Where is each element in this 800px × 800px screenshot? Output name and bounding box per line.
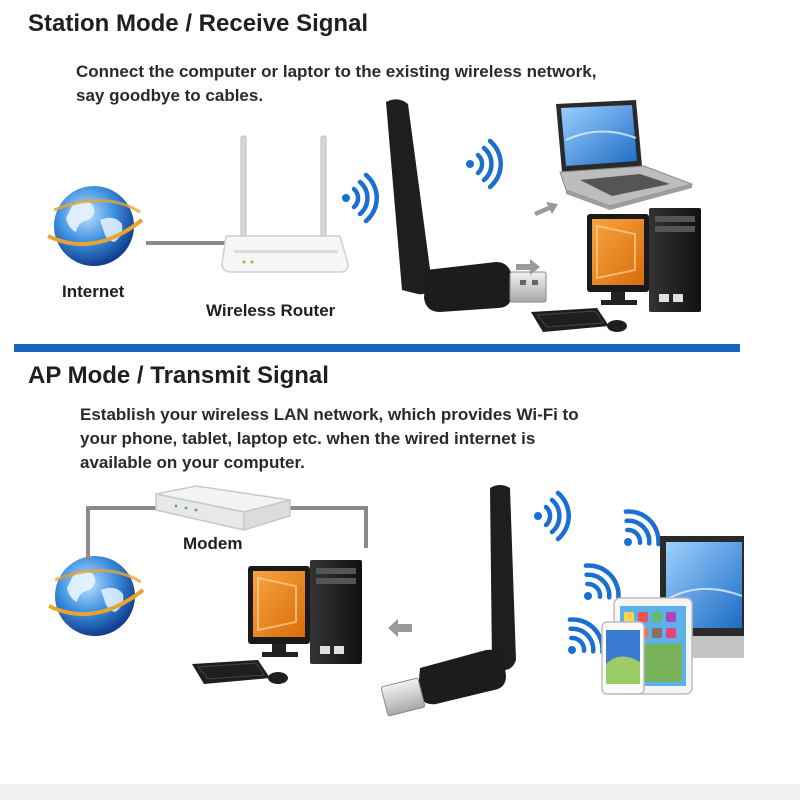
station-description-line-2: say goodbye to cables.	[76, 86, 264, 105]
wifi-signal-icon	[342, 175, 377, 221]
modem-icon	[155, 485, 291, 532]
ap-description: Establish your wireless LAN network, whi…	[80, 403, 579, 475]
cable-globe-modem	[86, 506, 156, 560]
ap-description-line-2: your phone, tablet, laptop etc. when the…	[80, 429, 536, 448]
laptop-icon	[556, 100, 694, 210]
internet-label: Internet	[62, 282, 125, 301]
arrow-icon	[534, 202, 558, 216]
usb-wifi-adapter-icon	[380, 485, 516, 717]
ap-mode-heading: AP Mode / Transmit Signal	[28, 362, 329, 389]
desktop-pc-icon	[191, 559, 363, 685]
usb-wifi-adapter-icon	[386, 99, 547, 312]
bottom-strip	[0, 784, 800, 800]
arrow-icon	[516, 259, 540, 275]
wifi-signal-icon	[534, 493, 569, 539]
wifi-signal-icon	[609, 504, 666, 561]
globe-icon	[46, 184, 144, 268]
router-icon	[221, 135, 349, 273]
ap-description-line-3: available on your computer.	[80, 453, 305, 472]
smartphone-icon	[601, 621, 645, 695]
station-description: Connect the computer or laptor to the ex…	[76, 60, 596, 108]
cable-modem-pc	[286, 506, 368, 548]
modem-label: Modem	[183, 534, 243, 553]
station-mode-heading: Station Mode / Receive Signal	[28, 10, 369, 37]
globe-icon	[47, 554, 145, 638]
section-divider	[14, 344, 740, 352]
arrow-icon	[388, 619, 412, 637]
ap-description-line-1: Establish your wireless LAN network, whi…	[80, 405, 579, 424]
desktop-pc-icon	[530, 207, 702, 333]
wifi-signal-icon	[466, 141, 501, 187]
station-description-line-1: Connect the computer or laptor to the ex…	[76, 62, 597, 81]
wireless-router-label: Wireless Router	[206, 301, 336, 320]
